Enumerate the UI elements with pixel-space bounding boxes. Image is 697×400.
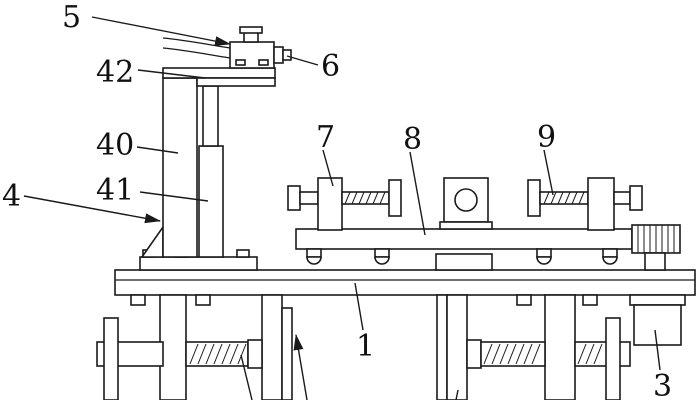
left-clamp [287,177,402,231]
leader-42 [137,69,206,79]
right-outer-screw-thread [577,343,603,365]
column-assembly [139,67,276,271]
leader-lower-right [455,389,459,400]
callout-9: 9 [537,120,556,155]
conveyor-assembly [295,224,681,271]
nozzle-head [162,26,292,69]
lower-structure [96,294,631,400]
leader-3 [654,329,661,371]
callout-7: 7 [316,120,335,155]
main-plate [114,269,696,296]
callout-42: 42 [96,55,134,90]
leader-5 [91,16,231,47]
leader-lines [23,16,661,400]
leader-40 [136,146,179,154]
leader-9 [543,149,554,196]
callout-1: 1 [356,329,375,364]
center-fixture [439,177,493,230]
gear-teeth [637,225,675,253]
leader-lower-left [240,354,253,400]
motor [629,294,686,346]
leader-8 [409,151,426,236]
leader-4 [23,195,161,224]
right-clamp-thread [543,191,585,205]
callout-5: 5 [62,0,81,35]
left-clamp-thread [344,191,386,205]
leader-1 [354,282,364,331]
callout-41: 41 [96,173,134,208]
right-lower-screw-thread [483,343,541,365]
leader-7 [322,149,334,187]
right-clamp [527,177,643,231]
callout-3: 3 [653,369,672,400]
callout-40: 40 [96,128,134,163]
leader-lower-center [293,334,308,400]
left-lower-screw-thread [189,343,247,365]
callout-6: 6 [321,49,340,84]
callout-8: 8 [403,122,422,157]
callout-labels: 5 6 42 40 4 41 7 8 9 1 3 [2,0,672,400]
leader-6 [286,55,319,66]
leader-41 [139,191,209,202]
callout-4: 4 [2,179,21,214]
